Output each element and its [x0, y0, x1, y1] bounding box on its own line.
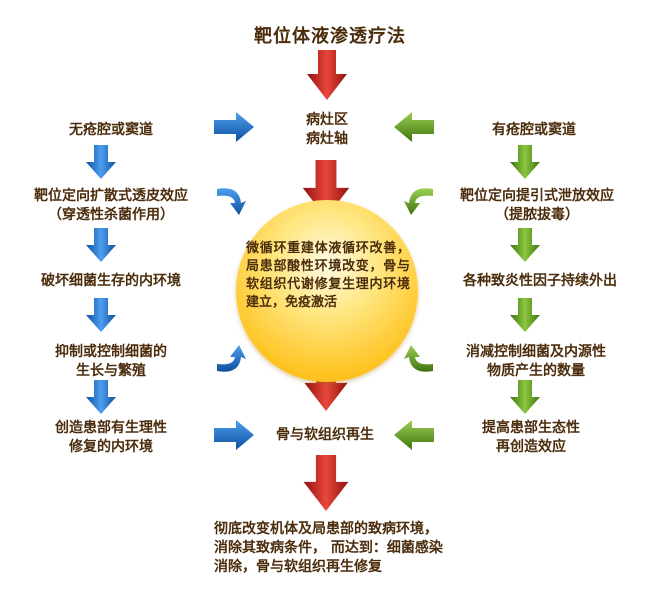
green-arrow-left-icon — [394, 420, 434, 450]
green-arrow-left-icon — [394, 112, 434, 142]
right-step-5: 提高患部生态性 再创造效应 — [482, 420, 580, 455]
left-step-4: 抑制或控制细菌的 生长与繁殖 — [55, 344, 167, 379]
final-outcome: 彻底改变机体及局患部的致病环境， 消除其致病条件， 而达到：细菌感染 消除，骨与… — [214, 521, 443, 575]
blue-arrow-down-icon — [86, 145, 116, 179]
right-step-3: 各种致炎性因子持续外出 — [463, 273, 617, 289]
center-circle — [236, 200, 418, 382]
center-label: 病灶区 病灶轴 — [306, 112, 348, 147]
blue-arrow-down-icon — [86, 380, 116, 414]
blue-arrow-down-icon — [86, 298, 116, 332]
green-arrow-down-icon — [510, 145, 540, 179]
green-arrow-down-icon — [510, 380, 540, 414]
left-step-3: 破坏细菌生存的内环境 — [41, 273, 181, 289]
regen-label: 骨与软组织再生 — [276, 427, 374, 443]
circle-text: 微循环重建体液循环改善，局患部酸性环境改变，骨与软组织代谢修复生理内环境建立，免… — [246, 241, 410, 310]
green-arrow-down-icon — [510, 298, 540, 332]
page-title: 靶位体液渗透疗法 — [254, 26, 406, 47]
green-arrow-down-icon — [510, 228, 540, 262]
right-step-2: 靶位定向提引式泄放效应 （提脓拔毒） — [460, 188, 614, 223]
right-step-1: 有疮腔或窦道 — [492, 122, 576, 138]
blue-curved-arrow-icon — [217, 345, 246, 372]
green-curved-arrow-icon — [404, 188, 433, 215]
green-curved-arrow-icon — [404, 345, 433, 372]
left-step-1: 无疮腔或窦道 — [69, 122, 153, 138]
left-step-5: 创造患部有生理性 修复的内环境 — [55, 420, 167, 455]
blue-arrow-right-icon — [214, 112, 254, 142]
red-arrow-down-icon — [307, 50, 347, 100]
blue-curved-arrow-icon — [217, 188, 246, 215]
right-step-4: 消减控制细菌及内源性 物质产生的数量 — [466, 344, 606, 379]
left-step-2: 靶位定向扩散式透皮效应 （穿透性杀菌作用） — [34, 188, 188, 223]
blue-arrow-right-icon — [214, 420, 254, 450]
blue-arrow-down-icon — [86, 228, 116, 262]
red-arrow-down-icon — [303, 455, 349, 511]
